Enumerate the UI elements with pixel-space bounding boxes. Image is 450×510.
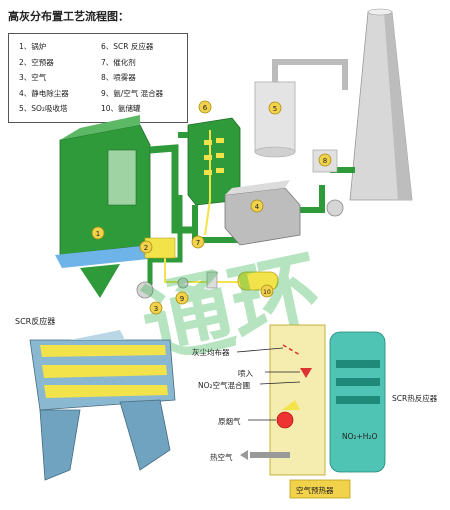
marker-label: 10 [263, 289, 271, 296]
reaction-product-label: NO₂+H₂O [342, 432, 378, 441]
raw-gas-source [276, 411, 294, 429]
boiler-hopper [80, 264, 120, 298]
legend-item: 7、催化剂 [101, 57, 136, 67]
marker-label: 9 [180, 295, 184, 303]
marker-label: 6 [203, 104, 208, 112]
electrostatic-precipitator [224, 187, 301, 246]
spray-label: 喷入 [238, 369, 253, 378]
scr-schematic [236, 324, 386, 499]
marker-circle [139, 240, 153, 254]
marker-circle [250, 199, 264, 213]
diagram-title: 高灰分布置工艺流程图： [8, 10, 129, 23]
boiler-base [55, 245, 158, 268]
reactor-grid [336, 360, 380, 368]
catalyst-layer [204, 170, 212, 175]
legend-item: 4、静电除尘器 [19, 88, 69, 98]
reactor-hood [70, 330, 125, 340]
raw-gas-label: 原烟气 [218, 417, 241, 426]
scr-reactor-label: SCR热反应器 [392, 394, 438, 403]
legend-item: 10、氨储罐 [101, 104, 141, 113]
legend-column-left: 1、锅炉 2、空预器 3、空气 4、静电除尘器 5、SO₂吸收塔 [19, 39, 69, 117]
catalyst-bed [44, 385, 168, 398]
legend-item: 9、氨/空气 混合器 [101, 88, 164, 98]
catalyst-layer [216, 153, 224, 158]
so2-absorber [254, 81, 296, 153]
boiler-top [60, 115, 140, 140]
reactor-grid [336, 396, 380, 404]
marker-circle [198, 100, 212, 114]
flue-duct [300, 185, 325, 213]
reactor-leg [39, 409, 81, 481]
absorber-duct [272, 59, 348, 90]
catalyst-layer [204, 155, 212, 160]
marker-label: 3 [154, 305, 158, 313]
marker-label: 4 [255, 203, 260, 211]
nox-mixer-label: NO₂空气混合圃 [198, 381, 251, 390]
marker-label: 7 [196, 239, 200, 247]
scr-reactor-render [29, 330, 176, 481]
ammonia-air-mixer [206, 271, 218, 289]
ash-distributor [282, 344, 301, 356]
air-preheater-label: 空气预热器 [296, 486, 334, 495]
legend-item: 3、空气 [19, 73, 47, 82]
absorber-bottom [254, 146, 296, 158]
dilution-fan [177, 277, 189, 289]
marker-circle [149, 301, 163, 315]
legend-item: 6、SCR 反应器 [101, 42, 154, 51]
marker-label: 2 [144, 244, 148, 252]
marker-circle [268, 101, 282, 115]
legend-item: 2、空预器 [19, 57, 54, 67]
flow-arrow [282, 400, 300, 410]
marker-circle [191, 235, 205, 249]
marker-group: 1 2 3 4 5 6 7 8 9 10 [91, 100, 332, 315]
flue-duct [149, 144, 195, 234]
catalyst-layer [216, 138, 224, 143]
catalyst-layer [216, 168, 224, 173]
marker-circle [175, 291, 189, 305]
legend-item: 8、喷雾器 [101, 73, 136, 82]
boiler [59, 124, 151, 256]
boiler-window [107, 149, 137, 206]
air-preheater-box [289, 479, 351, 499]
marker-circle [91, 226, 105, 240]
catalyst-bed [42, 365, 167, 378]
scr-section-title: SCR反应器 [15, 317, 56, 326]
legend-column-right: 6、SCR 反应器 7、催化剂 8、喷雾器 9、氨/空气 混合器 10、氨储罐 [101, 39, 163, 117]
reactor-leg [119, 399, 171, 471]
hot-air-arrow [240, 450, 248, 460]
reactor-grid [336, 378, 380, 386]
mixing-chamber [269, 324, 326, 476]
ash-distributor-label: 灰尘均布器 [192, 348, 230, 357]
marker-label: 5 [273, 105, 277, 113]
chimney-top [367, 8, 393, 16]
callout-line [259, 381, 301, 385]
ammonia-line [204, 130, 211, 236]
legend-box: 1、锅炉 2、空预器 3、空气 4、静电除尘器 5、SO₂吸收塔 6、SCR 反… [8, 33, 188, 123]
induced-draft-fan [326, 199, 344, 217]
marker-label: 1 [96, 230, 100, 238]
callout-line [236, 347, 284, 353]
forced-draft-fan [136, 281, 154, 299]
catalyst-bed [40, 345, 166, 357]
marker-circle [318, 153, 332, 167]
spray-nozzle [300, 368, 312, 378]
catalyst-layer [204, 140, 212, 145]
chimney-shade [384, 12, 412, 200]
hot-air-label: 热空气 [210, 453, 233, 462]
marker-circle [260, 284, 274, 298]
legend-item: 5、SO₂吸收塔 [19, 104, 68, 113]
esp-top [225, 180, 290, 195]
marker-label: 8 [323, 157, 327, 165]
legend-item: 1、锅炉 [19, 42, 47, 51]
